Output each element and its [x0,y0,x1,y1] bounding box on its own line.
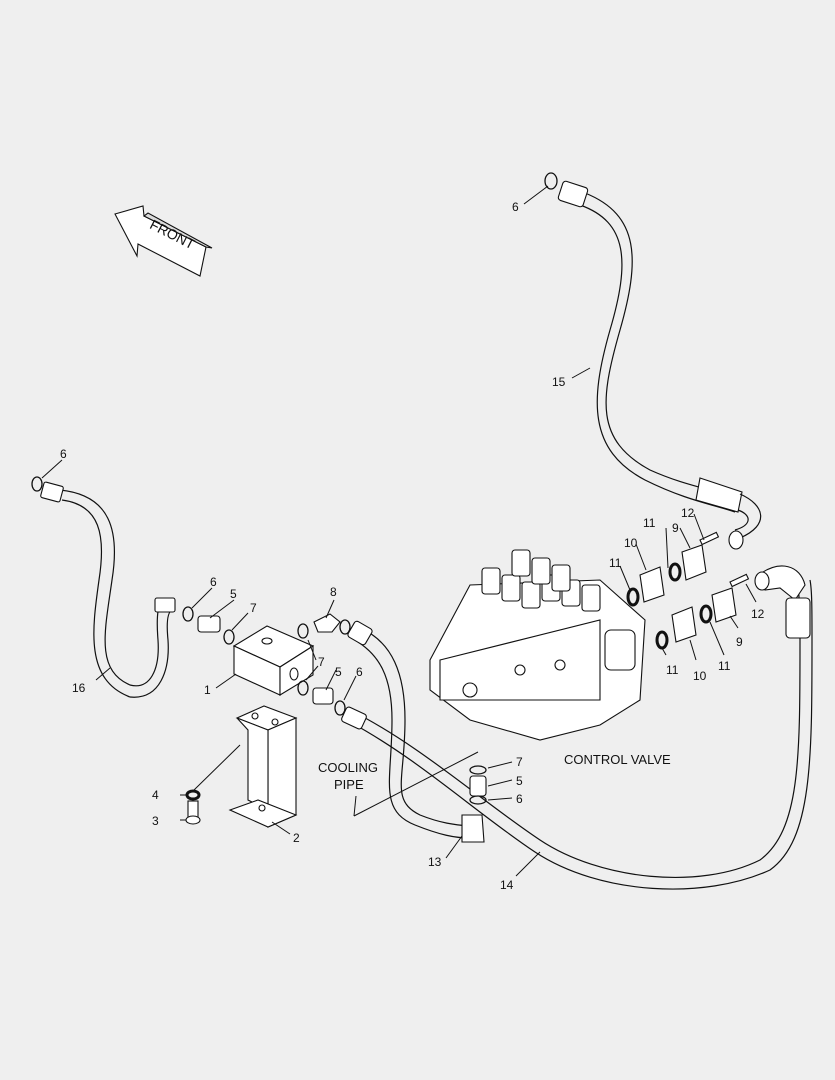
callout-16: 16 [72,681,86,695]
fitting-cluster-center [297,613,351,716]
front-arrow: FRONT [114,205,213,277]
hose-15-fitting-top [557,180,589,208]
callout-7: 7 [318,655,325,669]
callout-6: 6 [512,200,519,214]
flange-set-lower [655,573,750,650]
callout-2: 2 [293,831,300,845]
hose-15-sleeve [695,477,743,513]
o-ring-6-left [31,476,43,492]
bracket-2 [228,705,298,828]
hose-14-elbow [759,565,806,601]
o-ring-7-left [223,629,235,645]
callout-11: 11 [666,663,679,677]
callout-9: 9 [736,635,743,649]
o-ring-6-top [544,172,558,190]
leader-lines [41,185,757,877]
o-ring-6-cluster [182,606,194,622]
hose-15-flange-end [728,530,744,550]
callout-7: 7 [250,601,257,615]
callout-7: 7 [516,755,523,769]
callouts: 6 15 6 16 6 5 7 1 8 7 5 6 4 3 2 13 14 7 … [60,200,765,892]
cooling-pipe-label-line1: COOLING [318,760,378,775]
adapter-5-left [197,615,221,633]
callout-5: 5 [335,665,342,679]
fitting-cluster-left [182,606,235,645]
flange-set-upper [626,531,720,607]
control-valve [429,549,646,741]
callout-15: 15 [552,375,566,389]
callout-11: 11 [609,556,622,570]
washer-4 [185,789,201,801]
cooling-pipe-label-line2: PIPE [334,777,364,792]
callout-9: 9 [672,521,679,535]
fitting-cluster-cooling [469,765,487,805]
callout-4: 4 [152,788,159,802]
callout-5: 5 [516,774,523,788]
callout-10: 10 [693,669,707,683]
manifold-block-1 [232,625,315,696]
adapter-5-center [312,687,334,705]
hose-13-elbow [461,814,485,843]
control-valve-label: CONTROL VALVE [564,752,671,767]
bolt-3 [185,789,201,825]
callout-12: 12 [751,607,765,621]
callout-13: 13 [428,855,442,869]
hose-15 [544,172,762,550]
callout-5: 5 [230,587,237,601]
callout-10: 10 [624,536,638,550]
callout-11: 11 [718,659,731,673]
hose-13 [347,620,485,843]
callout-6: 6 [356,665,363,679]
callout-14: 14 [500,878,514,892]
callout-11: 11 [643,516,656,530]
callout-6: 6 [210,575,217,589]
hose-16-fitting-top [40,481,64,503]
hose-16-fitting-end [154,597,176,613]
hose-16 [31,476,176,698]
callout-6: 6 [60,447,67,461]
callout-6: 6 [516,792,523,806]
callout-1: 1 [204,683,211,697]
callout-8: 8 [330,585,337,599]
callout-3: 3 [152,814,159,828]
callout-12: 12 [681,506,695,520]
